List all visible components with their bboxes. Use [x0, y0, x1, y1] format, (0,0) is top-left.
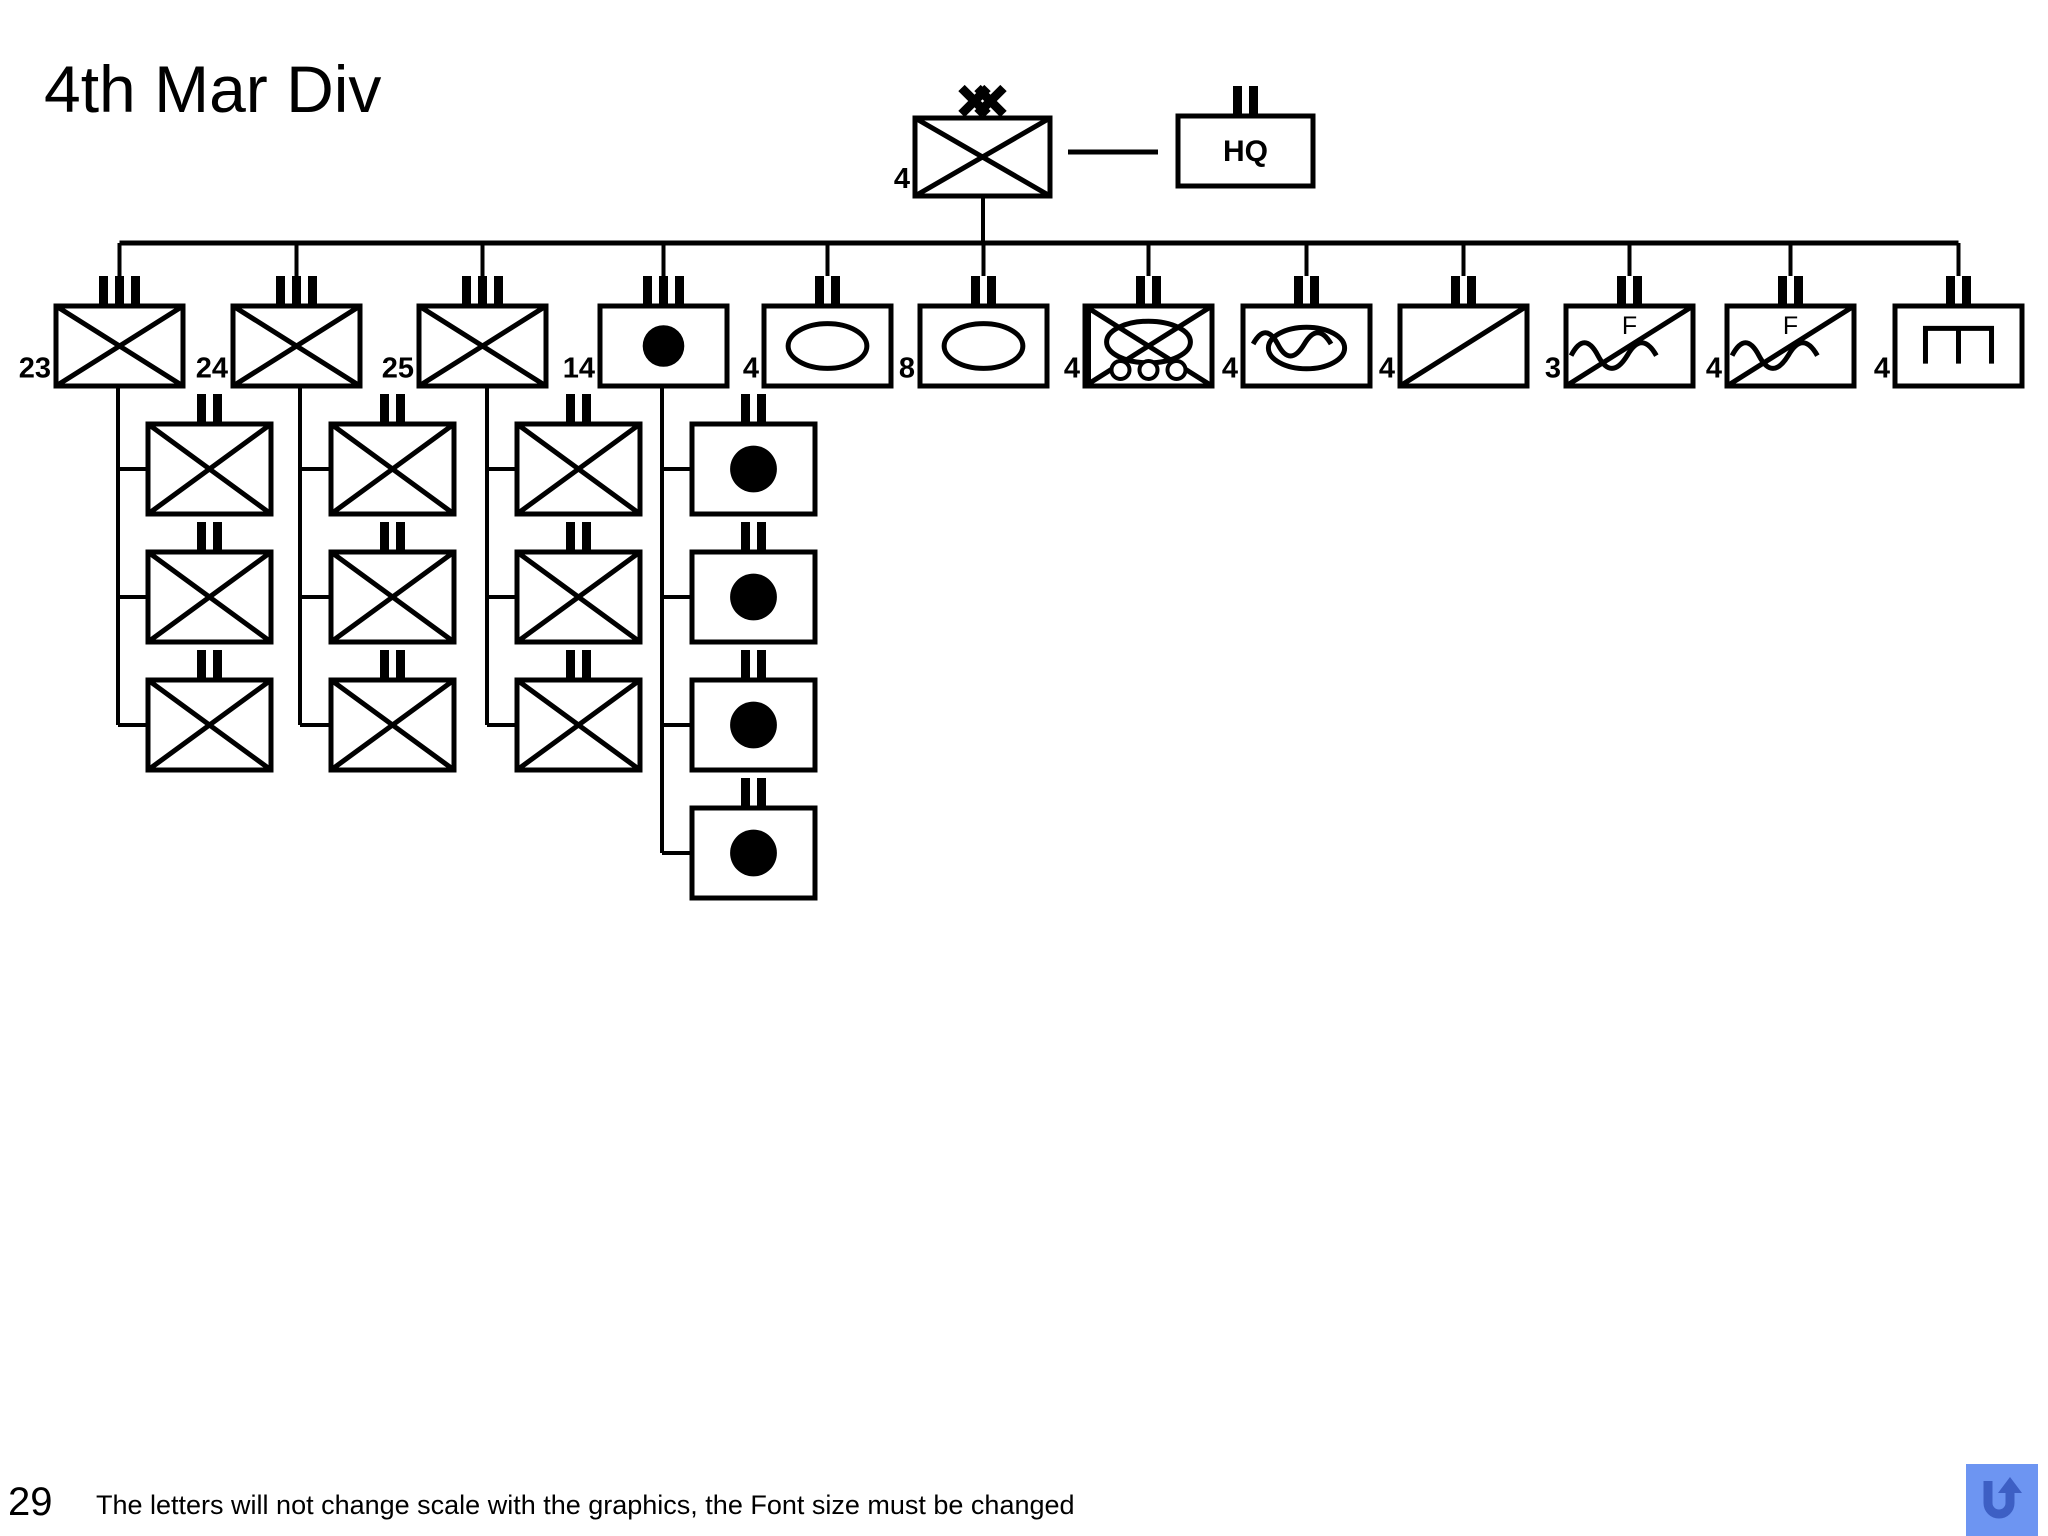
sub-unit-0-2[interactable]	[145, 650, 274, 773]
sub-unit-2-1[interactable]	[514, 522, 643, 645]
sub-unit-0-0[interactable]	[145, 394, 274, 517]
sub-unit-1-2[interactable]	[328, 650, 457, 773]
top-row-unit-6[interactable]: 4	[1064, 276, 1215, 389]
symbol-label: HQ	[1223, 135, 1268, 168]
symbol-label: F	[1622, 312, 1637, 340]
unit-designator: 4	[1222, 353, 1238, 385]
sub-unit-2-0[interactable]	[514, 394, 643, 517]
sub-unit-3-3[interactable]	[689, 778, 818, 901]
page-number: 29	[8, 1480, 53, 1524]
top-row-unit-9[interactable]: F3	[1545, 276, 1696, 389]
sub-unit-1-1[interactable]	[328, 522, 457, 645]
footer-note: The letters will not change scale with t…	[96, 1490, 1075, 1520]
unit-designator: 14	[563, 353, 595, 385]
sub-unit-3-1[interactable]	[689, 522, 818, 645]
return-button[interactable]	[1966, 1464, 2038, 1536]
top-row-unit-10[interactable]: F4	[1706, 276, 1857, 389]
sub-unit-3-2[interactable]	[689, 650, 818, 773]
u-turn-arrow-icon	[1983, 1477, 2022, 1519]
top-row-unit-8[interactable]: 4	[1379, 276, 1530, 389]
top-row-unit-3[interactable]: 14	[563, 276, 730, 389]
unit-designator: 3	[1545, 353, 1561, 385]
top-row-unit-7[interactable]: 4	[1222, 276, 1373, 389]
unit-designator: 4	[1379, 353, 1395, 385]
sub-unit-1-0[interactable]	[328, 394, 457, 517]
top-row-unit-2[interactable]: 25	[382, 276, 549, 389]
hq-symbol[interactable]: HQ	[1175, 86, 1316, 189]
division-symbol[interactable]: 4	[894, 84, 1053, 199]
unit-designator: 8	[899, 353, 915, 385]
unit-designator: 4	[1706, 353, 1722, 385]
unit-designator: 4	[743, 353, 759, 385]
unit-designator: 24	[196, 353, 228, 385]
top-row-unit-5[interactable]: 8	[899, 276, 1050, 389]
sub-unit-3-0[interactable]	[689, 394, 818, 517]
page-title: 4th Mar Div	[44, 52, 382, 126]
top-row-unit-0[interactable]: 23	[19, 276, 186, 389]
unit-designator: 4	[894, 163, 910, 195]
sub-unit-0-1[interactable]	[145, 522, 274, 645]
unit-designator: 23	[19, 353, 51, 385]
top-row-unit-1[interactable]: 24	[196, 276, 363, 389]
sub-unit-2-2[interactable]	[514, 650, 643, 773]
unit-designator: 4	[1874, 353, 1890, 385]
top-row-unit-11[interactable]: 4	[1874, 276, 2025, 389]
unit-designator: 25	[382, 353, 414, 385]
top-row-unit-4[interactable]: 4	[743, 276, 894, 389]
symbol-label: F	[1783, 312, 1798, 340]
unit-designator: 4	[1064, 353, 1080, 385]
